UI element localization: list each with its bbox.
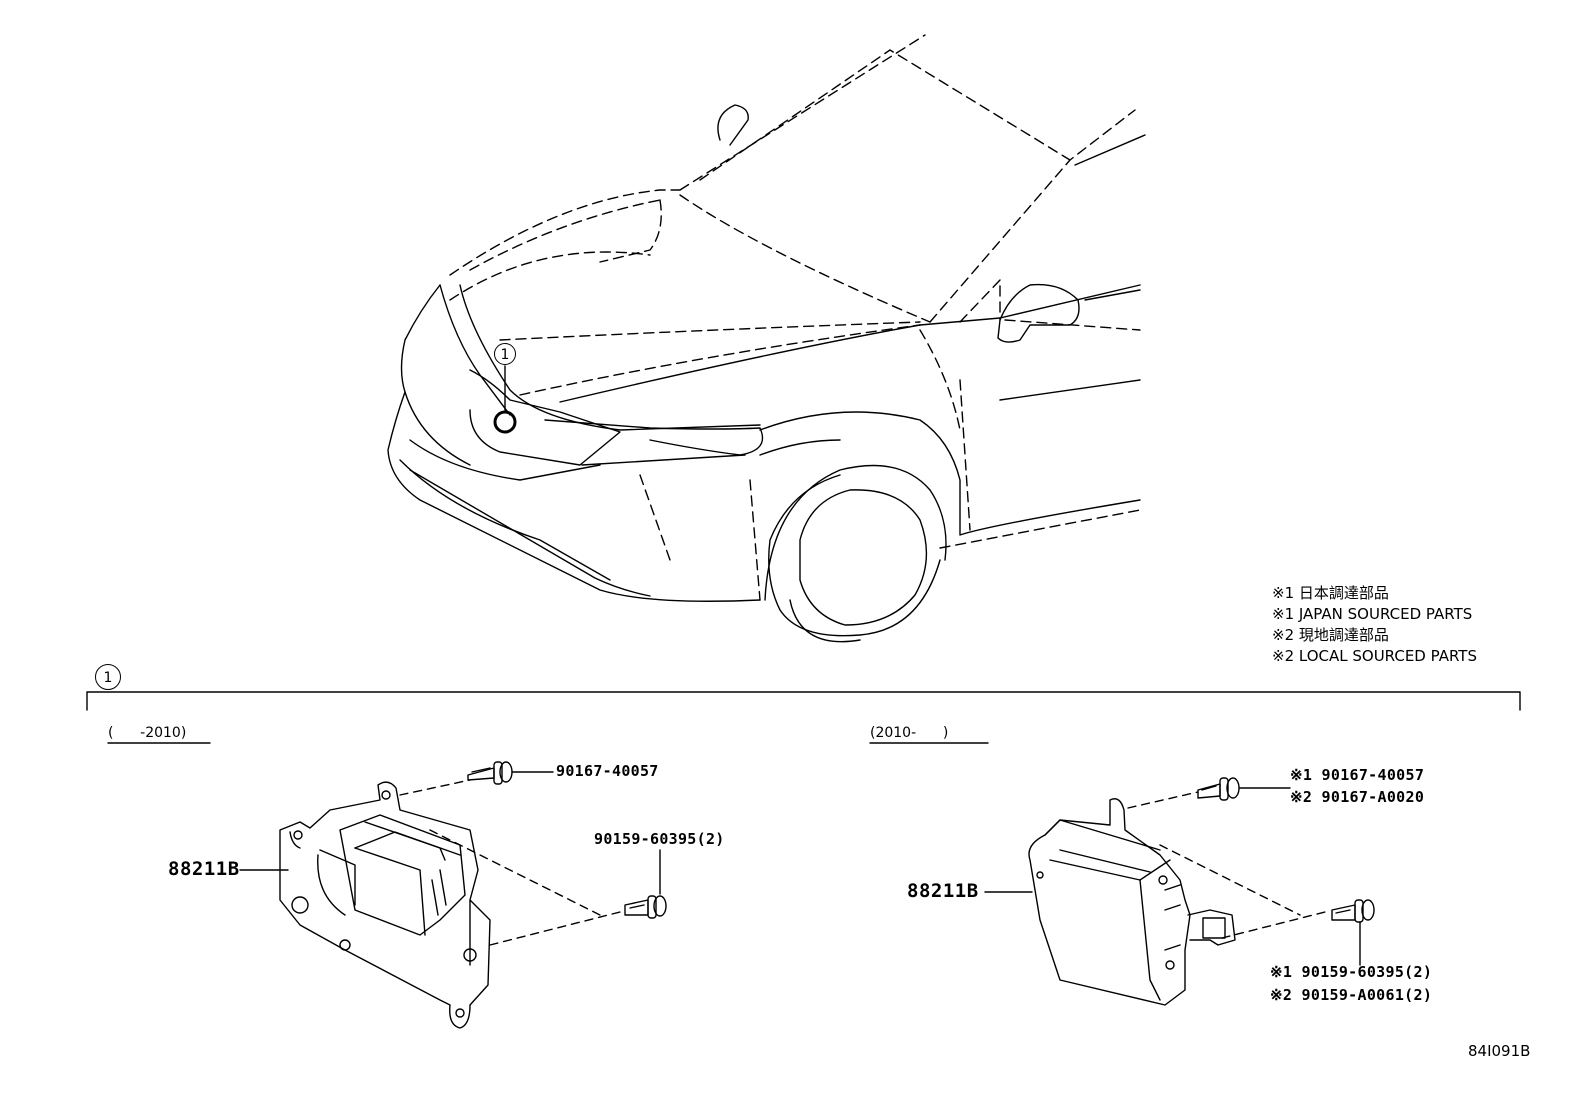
- left-range-label: ( -2010): [108, 725, 187, 741]
- legend-line-2: ※1 JAPAN SOURCED PARTS: [1272, 605, 1473, 623]
- callout-number: 1: [500, 347, 510, 363]
- section-circle: 1: [95, 664, 121, 690]
- dash-right-bolt1: [1127, 791, 1199, 809]
- right-bolt2-part-a: ※1 90159-60395(2): [1270, 963, 1433, 981]
- dash-right-bolt2: [1159, 844, 1326, 939]
- left-bolt1-illustration: [467, 761, 513, 785]
- right-range-label: (2010- ): [870, 725, 949, 741]
- dash-left-bolt2: [429, 829, 621, 946]
- left-module-illustration: [279, 781, 491, 1029]
- right-bolt1-part-a: ※1 90167-40057: [1290, 766, 1425, 784]
- legend-line-4: ※2 LOCAL SOURCED PARTS: [1272, 647, 1477, 665]
- right-bolt2-illustration: [1331, 899, 1375, 923]
- right-bolt2-part-b: ※2 90159-A0061(2): [1270, 986, 1433, 1004]
- right-module-illustration: [1028, 798, 1236, 1006]
- left-main-part: 88211B: [168, 858, 240, 880]
- left-bolt2-illustration: [624, 895, 667, 919]
- diagram-code: 84I091B: [1468, 1042, 1531, 1060]
- legend-line-1: ※1 日本調達部品: [1272, 584, 1389, 602]
- right-bolt1-illustration: [1197, 777, 1240, 801]
- left-bolt2-part: 90159-60395(2): [594, 830, 725, 848]
- section-bracket: [86, 691, 1521, 711]
- legend-line-3: ※2 現地調達部品: [1272, 626, 1389, 644]
- car-illustration: [387, 34, 1146, 643]
- section-number: 1: [103, 670, 113, 686]
- left-bolt1-part: 90167-40057: [556, 762, 659, 780]
- dash-left-bolt1: [399, 779, 471, 796]
- right-main-part: 88211B: [907, 880, 979, 902]
- callout-circle-car: 1: [494, 343, 516, 365]
- right-bolt1-part-b: ※2 90167-A0020: [1290, 788, 1425, 806]
